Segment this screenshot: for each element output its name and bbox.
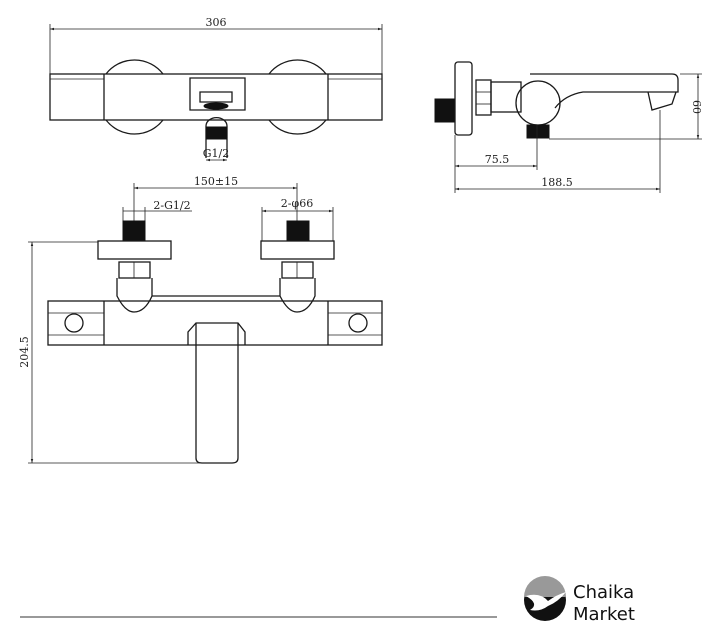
top-view: 306 G1/2: [49, 16, 383, 162]
side-view: 60 75.5 188.5: [434, 61, 703, 193]
front-height-dimension: 204.5: [18, 336, 31, 368]
center-dimension: 75.5: [485, 153, 510, 166]
depth-dimension: 188.5: [541, 176, 573, 189]
pipe-dimension: G1/2: [203, 147, 230, 160]
brand-name-line1: Chaika: [573, 582, 634, 603]
height-dimension: 60: [690, 100, 703, 114]
spacing-dimension: 150±15: [194, 175, 238, 188]
inlet-dimension: 2-G1/2: [153, 199, 190, 212]
brand-logo: Chaika Market: [524, 576, 635, 625]
front-view: 150±15 2-G1/2 2-φ66 204.5: [18, 175, 383, 464]
width-dimension: 306: [206, 16, 227, 29]
escutcheon-dimension: 2-φ66: [281, 197, 313, 210]
brand-name-line2: Market: [573, 604, 635, 625]
seagull-icon: [526, 592, 566, 611]
